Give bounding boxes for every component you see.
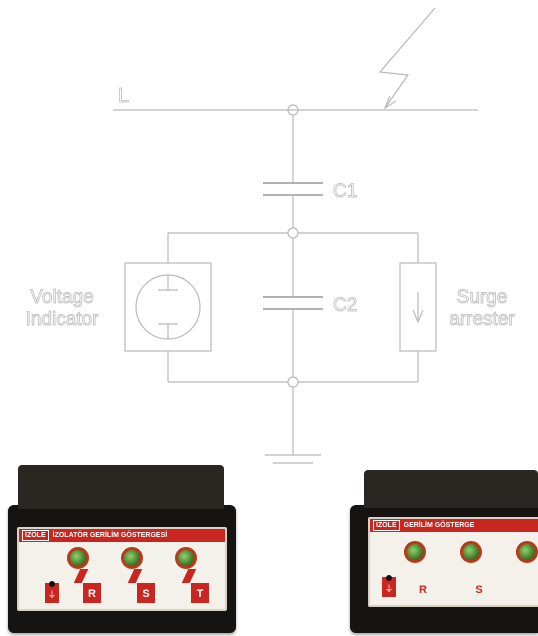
- ground-terminal-hole-2: [386, 575, 392, 581]
- indicator-led-s2: [460, 541, 482, 563]
- link-strap-s: [127, 569, 143, 583]
- phase-label-s: S: [137, 583, 155, 603]
- phase-label-s2: S: [475, 584, 483, 596]
- ground-terminal-hole: [49, 581, 55, 587]
- phase-label-t: T: [191, 583, 209, 603]
- circuit-diagram: L C1 C2 Voltage Indicator Surge arrester: [25, 7, 516, 464]
- ground-terminal: ⏚: [45, 583, 59, 603]
- junction-node-top: [287, 104, 299, 116]
- device-right-title: GERİLİM GÖSTERGE: [403, 522, 475, 529]
- lightning-arrow-head: [383, 95, 397, 110]
- link-strap-r: [73, 569, 89, 583]
- device-left-housing-top: [18, 465, 224, 509]
- indicator-led-t2: [516, 541, 538, 563]
- junction-node-bottom: [287, 376, 299, 388]
- phase-label-r2: R: [419, 584, 427, 596]
- lightning-bolt-icon: [378, 7, 436, 109]
- indicator-led-r2: [404, 541, 426, 563]
- device-right-brand: IZOLE: [373, 520, 400, 531]
- device-left-brand: İZOLE: [22, 530, 49, 541]
- link-strap-t: [181, 569, 197, 583]
- voltage-indicator-label-line1: Voltage: [30, 287, 93, 308]
- capacitor-c2-label: C2: [333, 295, 357, 316]
- surge-arrester-label-line2: arrester: [449, 309, 515, 330]
- indicator-led-t: [175, 547, 197, 569]
- surge-arrester-label-line1: Surge: [457, 287, 508, 308]
- device-left-title: İZOLATÖR GERİLİM GÖSTERGESİ: [52, 532, 168, 539]
- surge-arrester-arrow-icon: [412, 309, 424, 324]
- capacitor-c1-label: C1: [333, 181, 357, 202]
- ground-terminal-2: ⏚: [382, 577, 396, 597]
- indicator-led-s: [121, 547, 143, 569]
- junction-node-mid: [287, 227, 299, 239]
- phase-label-r: R: [83, 583, 101, 603]
- indicator-led-r: [67, 547, 89, 569]
- line-l-label: L: [118, 85, 129, 107]
- device-right-housing-top: [364, 470, 538, 508]
- voltage-indicator-label-line2: Indicator: [26, 309, 100, 330]
